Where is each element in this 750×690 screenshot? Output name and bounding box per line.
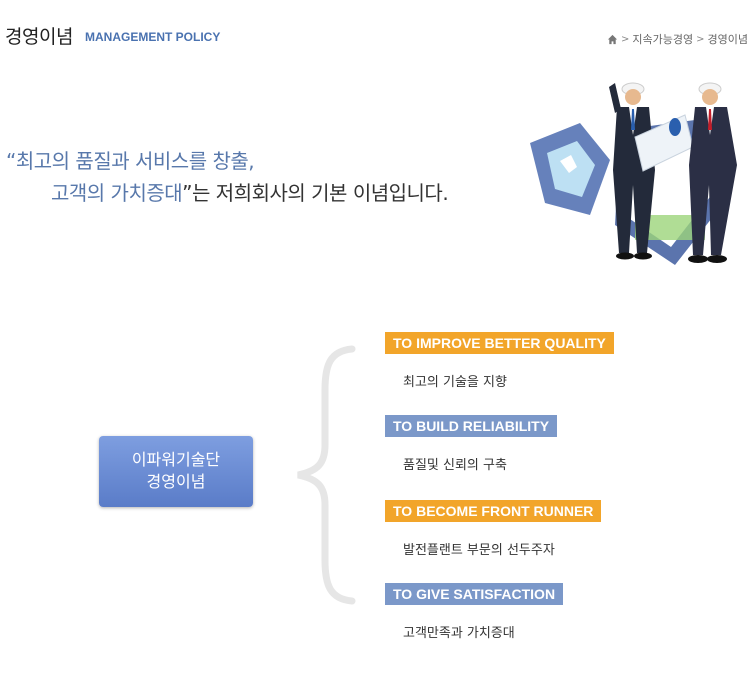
policy-item-quality: TO IMPROVE BETTER QUALITY 최고의 기술을 지향	[385, 332, 614, 390]
page-header: 경영이념 MANAGEMENT POLICY > 지속가능경영 > 경영이념	[0, 0, 750, 60]
policy-item-reliability: TO BUILD RELIABILITY 품질및 신뢰의 구축	[385, 415, 558, 473]
policy-description: 최고의 기술을 지향	[403, 375, 507, 390]
curly-brace-decoration	[297, 345, 356, 605]
page-title: 경영이념	[5, 26, 73, 48]
policy-label: 경영이념	[146, 472, 206, 491]
company-policy-box: 이파워기술단 경영이념	[99, 436, 253, 507]
policy-badge: TO IMPROVE BETTER QUALITY	[385, 332, 614, 354]
quote-highlight: 고객의 가치증대	[51, 181, 183, 205]
policy-badge: TO BECOME FRONT RUNNER	[385, 500, 602, 522]
breadcrumb: > 지속가능경영 > 경영이념	[607, 31, 748, 47]
policy-badge: TO GIVE SATISFACTION	[385, 583, 564, 605]
engineers-illustration	[530, 82, 737, 265]
policy-description: 발전플랜트 부문의 선두주자	[403, 543, 555, 558]
policy-quote: “최고의 품질과 서비스를 창출, 고객의 가치증대”는 저희회사의 기본 이념…	[6, 145, 449, 209]
page-subtitle: MANAGEMENT POLICY	[85, 30, 221, 44]
chevron-right-icon: >	[621, 33, 630, 45]
breadcrumb-item-sustainability[interactable]: 지속가능경영	[632, 33, 694, 46]
company-name: 이파워기술단	[131, 450, 221, 469]
breadcrumb-item-policy[interactable]: 경영이념	[707, 33, 748, 46]
policy-badge: TO BUILD RELIABILITY	[385, 415, 558, 437]
policy-item-satisfaction: TO GIVE SATISFACTION 고객만족과 가치증대	[385, 583, 564, 641]
quote-line2: 고객의 가치증대”는 저희회사의 기본 이념입니다.	[6, 177, 449, 209]
policy-description: 품질및 신뢰의 구축	[403, 458, 507, 473]
policy-description: 고객만족과 가치증대	[403, 626, 515, 641]
chevron-right-icon: >	[696, 33, 705, 45]
quote-close-mark: ”	[182, 181, 193, 205]
quote-line2-rest: 는 저희회사의 기본 이념입니다.	[192, 181, 449, 205]
quote-line1: 최고의 품질과 서비스를 창출,	[15, 149, 255, 173]
home-icon[interactable]	[607, 34, 618, 45]
policy-item-front-runner: TO BECOME FRONT RUNNER 발전플랜트 부문의 선두주자	[385, 500, 602, 558]
quote-open-mark: “	[6, 149, 16, 173]
